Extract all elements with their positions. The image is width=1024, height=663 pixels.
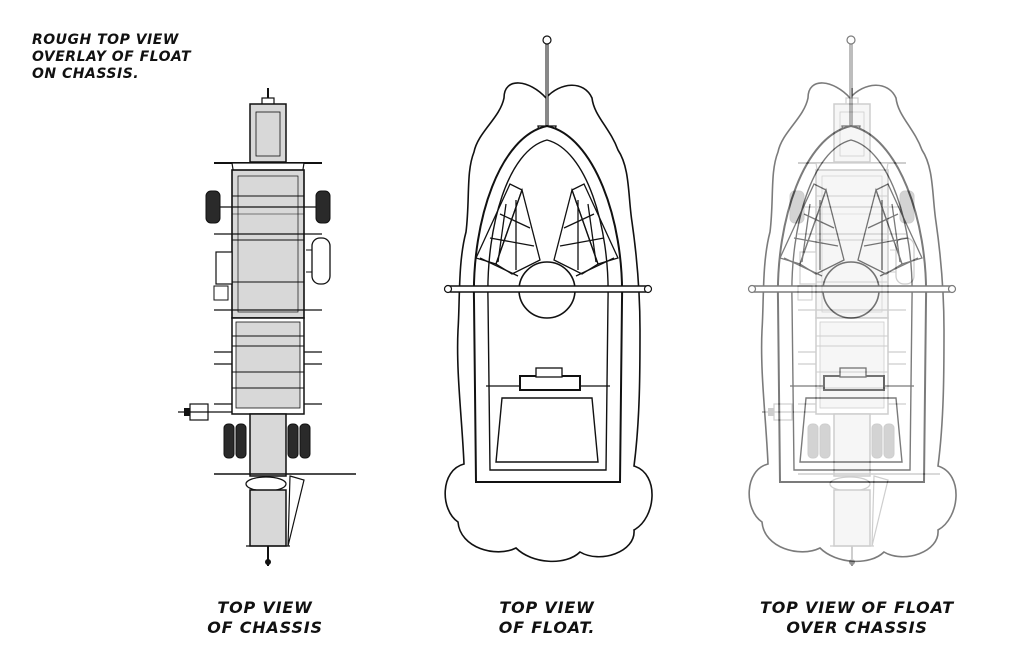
caption-overlay-line-1: TOP VIEW OF FLOAT bbox=[760, 598, 954, 617]
note-line-3: ON CHASSIS. bbox=[32, 66, 140, 82]
chassis-top-view-drawing bbox=[177, 87, 357, 567]
caption-float-line-2: OF FLOAT. bbox=[498, 618, 596, 637]
note-line-2: OVERLAY OF FLOAT bbox=[32, 49, 192, 65]
caption-chassis: TOP VIEW OF CHASSIS bbox=[190, 598, 340, 638]
float-top-view-drawing bbox=[443, 34, 654, 563]
caption-float: TOP VIEW OF FLOAT. bbox=[472, 598, 622, 638]
caption-float-line-1: TOP VIEW bbox=[499, 598, 595, 617]
caption-overlay-line-2: OVER CHASSIS bbox=[786, 618, 928, 637]
caption-chassis-line-2: OF CHASSIS bbox=[207, 618, 323, 637]
overlay-note: ROUGH TOP VIEW OVERLAY OF FLOAT ON CHASS… bbox=[32, 32, 191, 83]
caption-overlay: TOP VIEW OF FLOAT OVER CHASSIS bbox=[752, 598, 962, 638]
caption-chassis-line-1: TOP VIEW bbox=[217, 598, 313, 617]
note-line-1: ROUGH TOP VIEW bbox=[32, 32, 179, 48]
float-over-chassis-overlay-drawing bbox=[747, 34, 958, 567]
